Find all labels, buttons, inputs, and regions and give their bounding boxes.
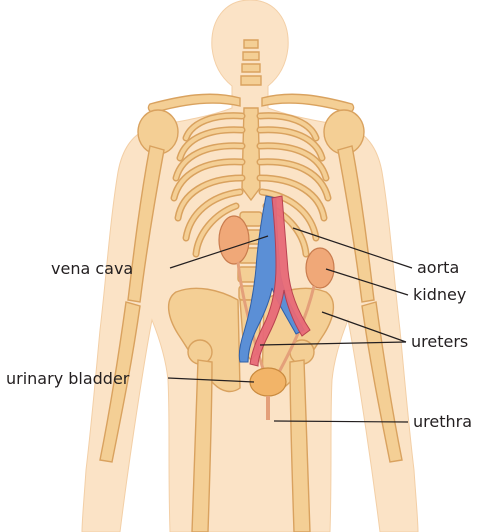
label-urinary-bladder: urinary bladder: [6, 369, 130, 388]
shoulder-right: [324, 110, 364, 154]
label-aorta: aorta: [417, 258, 459, 277]
label-ureters: ureters: [411, 332, 468, 351]
clavicle-right: [262, 94, 354, 112]
label-kidney: kidney: [413, 285, 466, 304]
shoulder-left: [138, 110, 178, 154]
kidney-left: [219, 216, 249, 264]
kidney-right: [306, 248, 334, 288]
label-vena-cava: vena cava: [51, 259, 133, 278]
sternum: [242, 108, 260, 200]
label-urethra: urethra: [413, 412, 472, 431]
urinary-bladder: [250, 368, 286, 396]
